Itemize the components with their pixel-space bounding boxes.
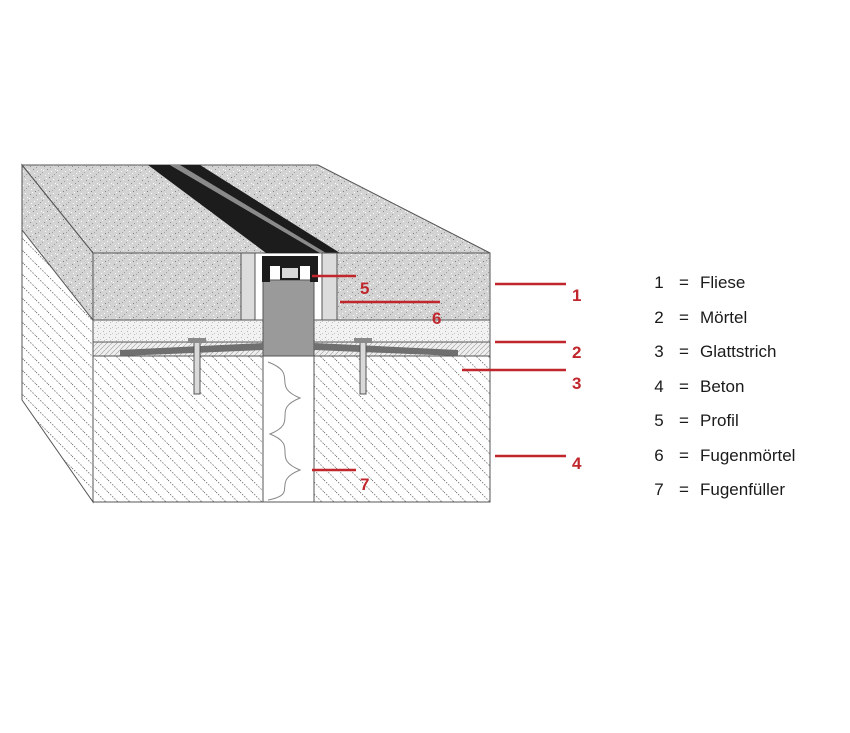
callout-label-4: 4 bbox=[572, 454, 582, 473]
legend-label: Fugenfüller bbox=[700, 480, 786, 500]
callout-label-6: 6 bbox=[432, 309, 441, 328]
tile-front-left bbox=[92, 252, 242, 321]
legend-num: 6 bbox=[654, 445, 664, 465]
legend-equals: = bbox=[679, 307, 689, 327]
callout-3: 3 bbox=[462, 368, 581, 393]
legend-label: Fugenmörtel bbox=[700, 445, 796, 465]
legend-equals: = bbox=[679, 273, 689, 293]
legend-equals: = bbox=[679, 445, 689, 465]
profile-top-strip-black bbox=[148, 165, 320, 253]
legend-num: 4 bbox=[654, 376, 664, 396]
profile-left-flange bbox=[120, 343, 263, 356]
legend-label: Fliese bbox=[700, 273, 746, 293]
legend-num: 7 bbox=[654, 480, 664, 500]
anchor-right bbox=[354, 338, 372, 395]
legend-label: Beton bbox=[700, 376, 745, 396]
concrete-front-left bbox=[92, 355, 264, 503]
profile-right-flange bbox=[314, 343, 458, 356]
legend-num: 1 bbox=[654, 273, 664, 293]
callout-5: 5 bbox=[312, 274, 369, 298]
legend-item: 2 = Mörtel bbox=[650, 301, 795, 336]
callout-label-1: 1 bbox=[572, 286, 581, 305]
legend-num: 5 bbox=[654, 411, 664, 431]
legend-equals: = bbox=[679, 480, 689, 500]
legend-equals: = bbox=[679, 342, 689, 362]
legend-item: 1 = Fliese bbox=[650, 266, 795, 301]
callout-label-3: 3 bbox=[572, 374, 581, 393]
callout-1: 1 bbox=[495, 282, 581, 305]
legend-label: Glattstrich bbox=[700, 342, 777, 362]
profile-insert-highlight bbox=[282, 268, 298, 278]
mortar-bed-left bbox=[92, 319, 264, 343]
mortar-bed-right bbox=[313, 319, 491, 343]
callout-7: 7 bbox=[312, 468, 369, 494]
legend-equals: = bbox=[679, 376, 689, 396]
callout-label-7: 7 bbox=[360, 475, 369, 494]
legend-num: 2 bbox=[654, 307, 664, 327]
joint-mortar-right bbox=[321, 252, 338, 321]
legend: 1 = Fliese 2 = Mörtel 3 = Glattstrich 4 … bbox=[650, 266, 795, 508]
callout-6: 6 bbox=[340, 300, 441, 328]
legend-label: Profil bbox=[700, 411, 739, 431]
legend-item: 5 = Profil bbox=[650, 404, 795, 439]
profile-vertical-body bbox=[262, 279, 315, 357]
profile-top-strip-grey bbox=[170, 165, 326, 253]
legend-item: 4 = Beton bbox=[650, 370, 795, 405]
legend-item: 3 = Glattstrich bbox=[650, 335, 795, 370]
callout-label-5: 5 bbox=[360, 279, 369, 298]
anchor-left bbox=[188, 338, 206, 395]
joint-filler bbox=[262, 355, 315, 503]
joint-filler-wave bbox=[267, 361, 302, 501]
legend-item: 6 = Fugenmörtel bbox=[650, 439, 795, 474]
legend-num: 3 bbox=[654, 342, 664, 362]
joint-mortar-left bbox=[240, 252, 256, 321]
concrete-front-right bbox=[313, 355, 491, 503]
legend-label: Mörtel bbox=[700, 307, 748, 327]
profile-top-strip-black-2 bbox=[180, 165, 340, 253]
callout-2: 2 bbox=[495, 340, 581, 362]
legend-item: 7 = Fugenfüller bbox=[650, 473, 795, 508]
legend-equals: = bbox=[679, 411, 689, 431]
callout-label-2: 2 bbox=[572, 343, 581, 362]
callout-4: 4 bbox=[495, 454, 582, 473]
